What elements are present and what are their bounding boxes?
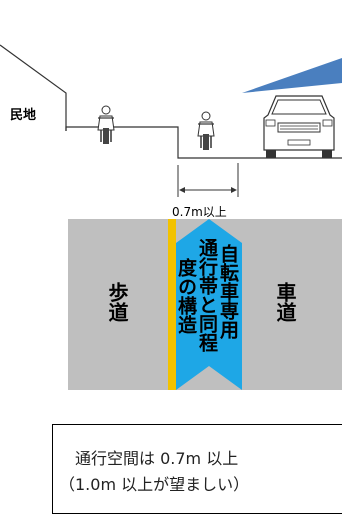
car-icon — [263, 95, 335, 158]
sight-line — [242, 58, 342, 93]
lane-label-col3: 度の構造 — [175, 258, 197, 334]
cyclist-icon — [197, 111, 215, 150]
roadway-label: 車道 — [273, 282, 297, 322]
lane-edge-line — [168, 219, 176, 390]
note-box: 通行空間は 0.7m 以上 （1.0m 以上が望ましい） — [52, 424, 342, 514]
lane-label-col2: 通行帯と同程 — [196, 238, 218, 352]
clearance-label: 0.7m以上 — [172, 205, 227, 219]
cyclist-icon — [97, 105, 115, 144]
dimension-arrow-left — [179, 187, 185, 193]
private-land-label: 民地 — [10, 108, 37, 123]
lane-label-col1: 自転車専用 — [217, 244, 239, 339]
dimension-arrow-right — [231, 187, 237, 193]
house-outline — [0, 44, 67, 131]
note-line-2: （1.0m 以上が望ましい） — [59, 475, 250, 494]
bicycle-lane — [176, 219, 242, 390]
ground-line — [65, 126, 342, 159]
sidewalk-label: 歩道 — [105, 282, 129, 322]
note-line-1: 通行空間は 0.7m 以上 — [75, 449, 239, 468]
